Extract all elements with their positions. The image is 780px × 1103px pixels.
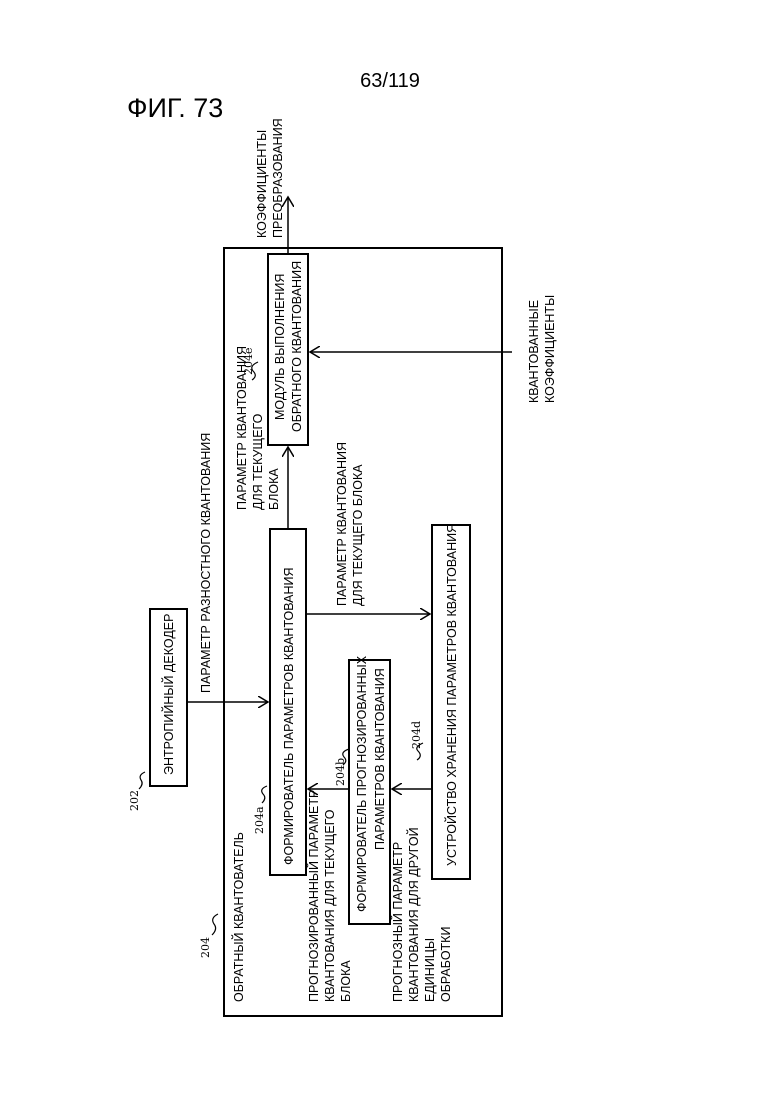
current-param-top-line-3: БЛОКА: [267, 468, 281, 510]
ref-202: 202: [128, 790, 141, 811]
transform-coeffs-line-2: ПРЕОБРАЗОВАНИЯ: [271, 118, 285, 238]
current-param-mid-line-1: ПАРАМЕТР КВАНТОВАНИЯ: [335, 442, 349, 606]
ref-204: 204: [199, 937, 212, 958]
diff-param-label: ПАРАМЕТР РАЗНОСТНОГО КВАНТОВАНИЯ: [199, 433, 213, 693]
ref-204d: 204d: [410, 721, 423, 749]
storage-label: УСТРОЙСТВО ХРАНЕНИЯ ПАРАМЕТРОВ КВАНТОВАН…: [444, 524, 459, 866]
predicted-current-line-2: КВАНТОВАНИЯ ДЛЯ ТЕКУЩЕГО: [323, 809, 337, 1002]
predicted-other-line-4: ОБРАБОТКИ: [439, 927, 453, 1002]
param-former-label: ФОРМИРОВАТЕЛЬ ПАРАМЕТРОВ КВАНТОВАНИЯ: [282, 567, 296, 865]
transform-coeffs-line-1: КОЭФФИЦИЕНТЫ: [255, 130, 269, 238]
inverse-quantizer-label: ОБРАТНЫЙ КВАНТОВАТЕЛЬ: [231, 832, 246, 1002]
quantized-coeffs-line-1: КВАНТОВАННЫЕ: [527, 300, 541, 403]
predicted-former-label-1: ФОРМИРОВАТЕЛЬ ПРОГНОЗИРОВАННЫХ: [355, 655, 369, 912]
predicted-current-line-1: ПРОГНОЗИРОВАННЫЙ ПАРАМЕТР: [306, 790, 321, 1002]
entropy-decoder-label: ЭНТРОПИЙНЫЙ ДЕКОДЕР: [161, 614, 176, 775]
predicted-other-line-2: КВАНТОВАНИЯ ДЛЯ ДРУГОЙ: [406, 827, 421, 1002]
predicted-former-label-2: ПАРАМЕТРОВ КВАНТОВАНИЯ: [373, 668, 387, 850]
ref-204b: 204b: [334, 758, 347, 786]
ref-204a: 204a: [253, 806, 266, 834]
ref-leader-204: [212, 914, 218, 935]
current-param-top-line-2: ДЛЯ ТЕКУЩЕГО: [251, 413, 265, 510]
predicted-other-line-3: ЕДИНИЦЫ: [423, 938, 437, 1002]
ref-leader-202: [139, 772, 145, 789]
current-param-mid-line-2: ДЛЯ ТЕКУЩЕГО БЛОКА: [351, 464, 365, 606]
ref-leader-204a: [262, 786, 267, 803]
inverse-quant-module-label-1: МОДУЛЬ ВЫПОЛНЕНИЯ: [273, 274, 287, 420]
quantized-coeffs-line-2: КОЭФФИЦИЕНТЫ: [543, 295, 557, 403]
predicted-other-line-1: ПРОГНОЗНЫЙ ПАРАМЕТР: [390, 842, 405, 1002]
current-param-top-line-1: ПАРАМЕТР КВАНТОВАНИЯ: [235, 346, 249, 510]
predicted-current-line-3: БЛОКА: [339, 960, 353, 1002]
inverse-quant-module-label-2: ОБРАТНОГО КВАНТОВАНИЯ: [290, 261, 304, 432]
